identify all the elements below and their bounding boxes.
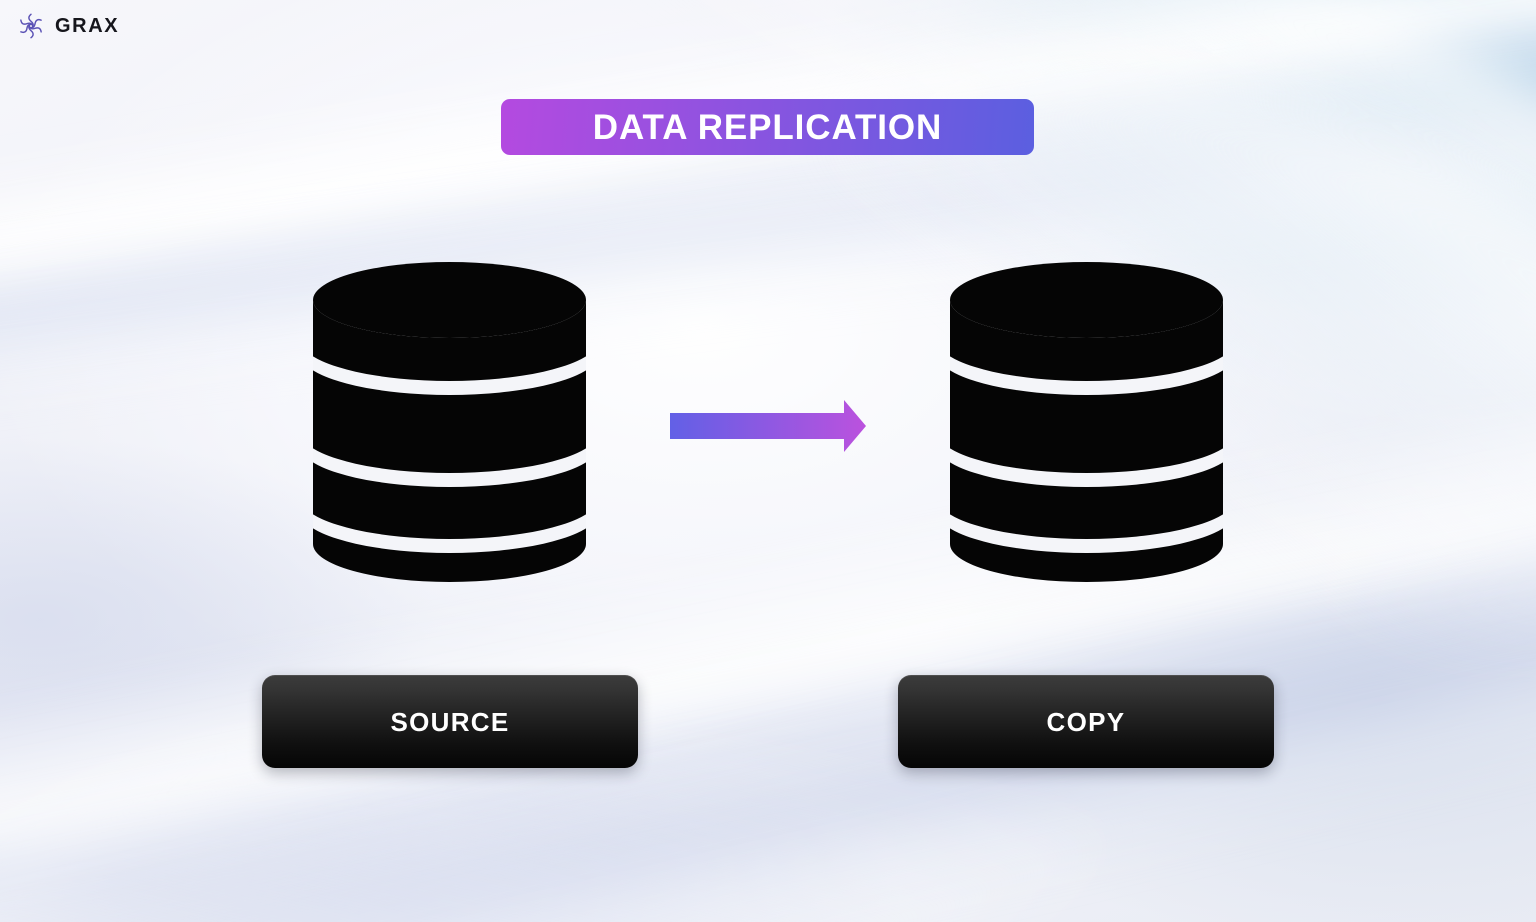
page-title: DATA REPLICATION — [592, 107, 943, 147]
copy-database-icon — [950, 262, 1223, 582]
source-button[interactable]: SOURCE — [262, 675, 638, 768]
copy-button-label: COPY — [1046, 706, 1126, 737]
page-title-banner: DATA REPLICATION — [501, 99, 1034, 155]
grax-starburst-icon — [16, 11, 46, 41]
right-arrow-icon — [668, 398, 868, 454]
copy-button[interactable]: COPY — [898, 675, 1274, 768]
grax-wordmark: GRAX — [55, 15, 120, 37]
source-database-icon — [313, 262, 586, 582]
source-button-label: SOURCE — [390, 706, 510, 737]
grax-logo: GRAX — [16, 11, 119, 41]
